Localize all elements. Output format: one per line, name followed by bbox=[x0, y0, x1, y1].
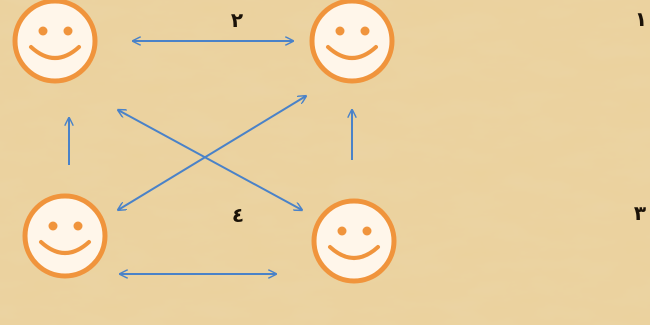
arrow-diagonal-up-right bbox=[118, 96, 306, 210]
smiley-face-top-left bbox=[12, 0, 98, 84]
smiley-face-top-right bbox=[309, 0, 395, 84]
smiley-face-bottom-left bbox=[22, 193, 108, 279]
label-right-top: ١ bbox=[635, 7, 647, 31]
arrows bbox=[69, 41, 352, 274]
label-middle-center: ٤ bbox=[232, 203, 244, 227]
label-top-center: ٢ bbox=[231, 8, 243, 32]
smiley-face-icon bbox=[12, 0, 98, 84]
label-right-middle: ٣ bbox=[634, 201, 646, 225]
smiley-face-icon bbox=[309, 0, 395, 84]
smiley-face-icon bbox=[22, 193, 108, 279]
smiley-face-icon bbox=[311, 198, 397, 284]
smiley-face-bottom-right bbox=[311, 198, 397, 284]
